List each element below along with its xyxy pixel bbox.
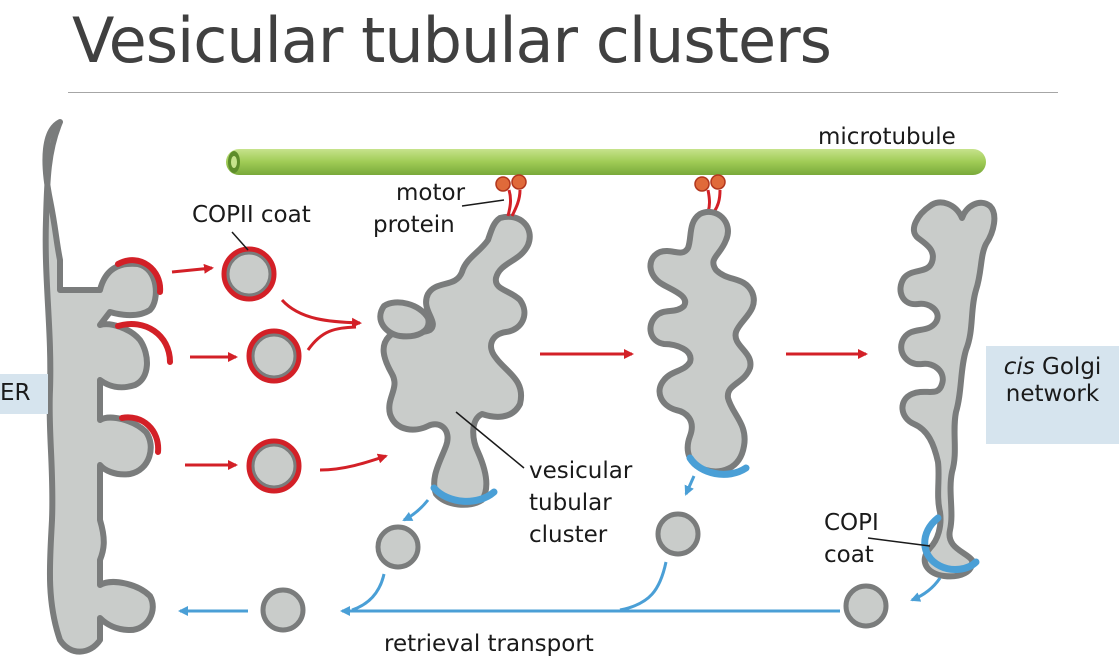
motor-protein-label-line2: protein	[373, 212, 455, 238]
copii-leader-line	[231, 231, 249, 251]
vtc-label-line3: cluster	[529, 522, 608, 548]
motor-protein-label-line1: motor	[396, 180, 466, 206]
vtc-cluster-2	[647, 209, 757, 478]
slide-title: Vesicular tubular clusters	[72, 4, 832, 77]
er-label: ER	[0, 380, 31, 406]
copi-label-line2: coat	[824, 542, 874, 568]
motor-leader-line	[461, 199, 505, 207]
golgi-label-line2: network	[1005, 381, 1100, 407]
microtubule	[226, 149, 986, 175]
title-divider	[68, 92, 1058, 93]
er-membrane	[42, 119, 173, 655]
vtc-label-line2: tubular	[529, 490, 612, 516]
motor-protein-2	[694, 174, 726, 213]
copi-leader-line	[867, 537, 931, 547]
microtubule-label: microtubule	[818, 124, 956, 150]
retrograde-arrows	[178, 475, 942, 616]
copi-label-line1: COPI	[824, 510, 879, 536]
copii-coat-label: COPII coat	[192, 202, 311, 228]
copi-vesicles	[260, 511, 889, 633]
copii-vesicles	[221, 246, 302, 494]
er-label-box: ER	[0, 374, 48, 414]
golgi-label-line1: cis Golgi	[986, 354, 1119, 381]
motor-protein-1	[495, 174, 527, 217]
vtc-cluster-1	[377, 213, 533, 508]
anterograde-arrows	[171, 263, 868, 472]
retrieval-transport-label: retrieval transport	[384, 631, 594, 657]
cis-golgi-cluster	[897, 199, 998, 580]
vtc-label-line1: vesicular	[529, 458, 633, 484]
golgi-label-box: cis Golgi network	[986, 346, 1119, 444]
golgi-label-rest: Golgi	[1034, 354, 1102, 380]
golgi-label-italic: cis	[1003, 354, 1035, 380]
vtc-leader-line	[455, 411, 525, 469]
